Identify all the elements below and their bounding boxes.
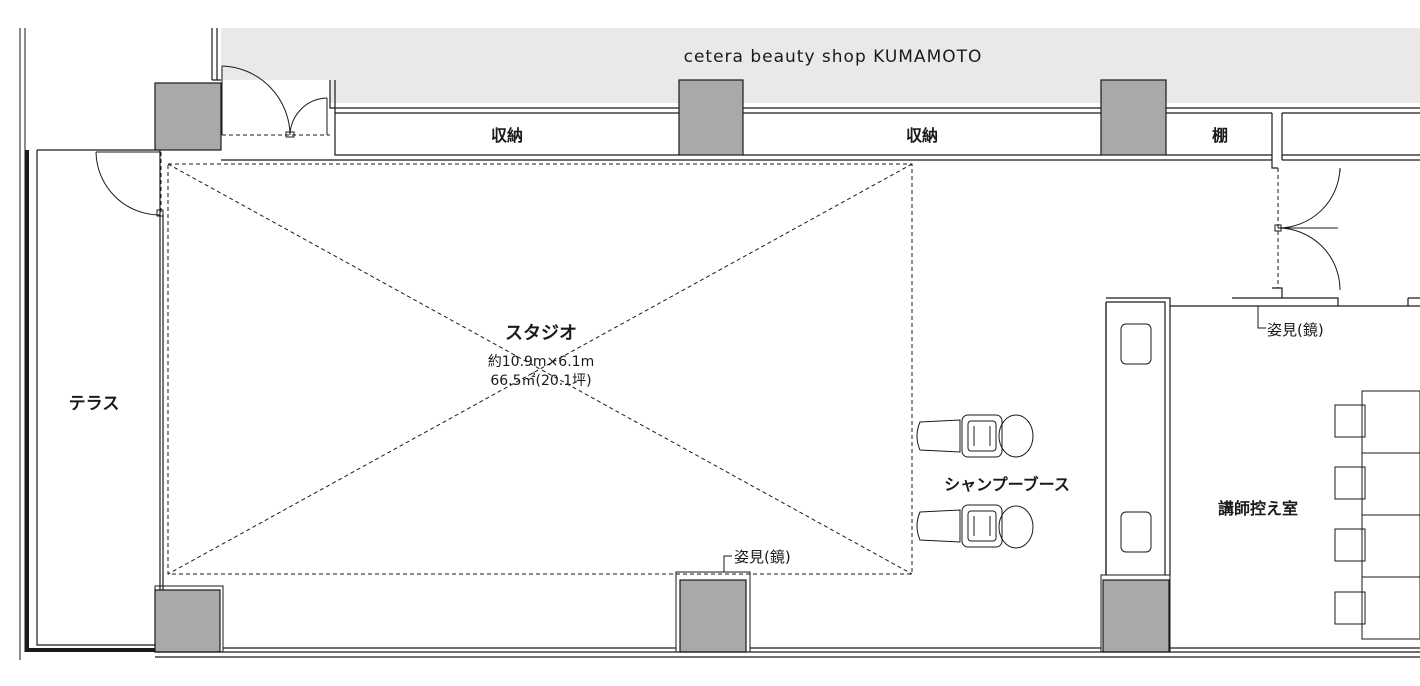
studio-cross-1 xyxy=(167,163,913,575)
shelf-label: 棚 xyxy=(1212,126,1228,145)
desk-1 xyxy=(1361,390,1420,454)
storage-left-label: 収納 xyxy=(491,126,523,145)
door-right-hinge xyxy=(1274,224,1282,232)
studio-left-wall xyxy=(159,150,164,650)
column-bottom-middle xyxy=(679,579,747,653)
terrace-label: テラス xyxy=(69,394,120,414)
studio-area-rect xyxy=(167,163,913,575)
door-terrace-hinge xyxy=(156,209,164,217)
terrace-wall xyxy=(36,149,160,646)
mirror-room-label: 姿見(鏡) xyxy=(1267,321,1324,339)
studio-dimensions: 約10.9m×6.1m xyxy=(488,354,594,370)
desk-2 xyxy=(1361,452,1420,516)
door-hinge xyxy=(285,131,295,138)
storage-row-top xyxy=(329,80,1420,109)
room-top-wall xyxy=(1105,287,1420,575)
column-bottom-right xyxy=(1102,579,1170,653)
chair-3 xyxy=(1334,528,1366,562)
column-bottom-left xyxy=(154,589,221,653)
column-top-right xyxy=(1100,79,1167,156)
shampoo-chair-top xyxy=(916,414,1034,458)
mirror-room-leader xyxy=(1257,306,1266,329)
bottom-wall xyxy=(155,647,1420,658)
shelf-right-wall xyxy=(1271,113,1283,169)
studio-area: 66.5㎡(20.1坪) xyxy=(490,373,591,389)
desk-3 xyxy=(1361,514,1420,578)
door-top-left-arc xyxy=(221,65,291,136)
shampoo-booth-label: シャンプーブース xyxy=(944,475,1070,494)
sink-bottom xyxy=(1120,511,1152,553)
column-top-left xyxy=(154,82,222,151)
storage-row-bottom xyxy=(334,113,1420,156)
chair-2 xyxy=(1334,466,1366,500)
shampoo-chair-bottom xyxy=(916,504,1034,549)
door-right-arc2 xyxy=(1277,227,1341,291)
left-outer-wall xyxy=(19,28,26,660)
chair-4 xyxy=(1334,591,1366,625)
door-top-left-arc2 xyxy=(289,97,328,136)
mirror-studio-label: 姿見(鏡) xyxy=(734,548,791,566)
upper-left-wall xyxy=(211,28,221,81)
desk-4 xyxy=(1361,576,1420,640)
door-terrace-arc xyxy=(95,151,161,216)
studio-cross-2 xyxy=(167,163,913,575)
door-right-arc1 xyxy=(1277,167,1341,229)
chair-1 xyxy=(1334,404,1366,438)
studio-label: スタジオ xyxy=(505,323,577,344)
mirror-studio-leader xyxy=(723,555,732,572)
sink-top xyxy=(1120,323,1152,365)
shop-name: cetera beauty shop KUMAMOTO xyxy=(684,47,983,67)
storage-middle-label: 収納 xyxy=(906,126,938,145)
instructor-room-label: 講師控え室 xyxy=(1218,499,1298,518)
terrace-thick-wall xyxy=(25,150,155,652)
column-top-middle xyxy=(678,79,744,156)
shampoo-cabinet xyxy=(1105,301,1166,575)
